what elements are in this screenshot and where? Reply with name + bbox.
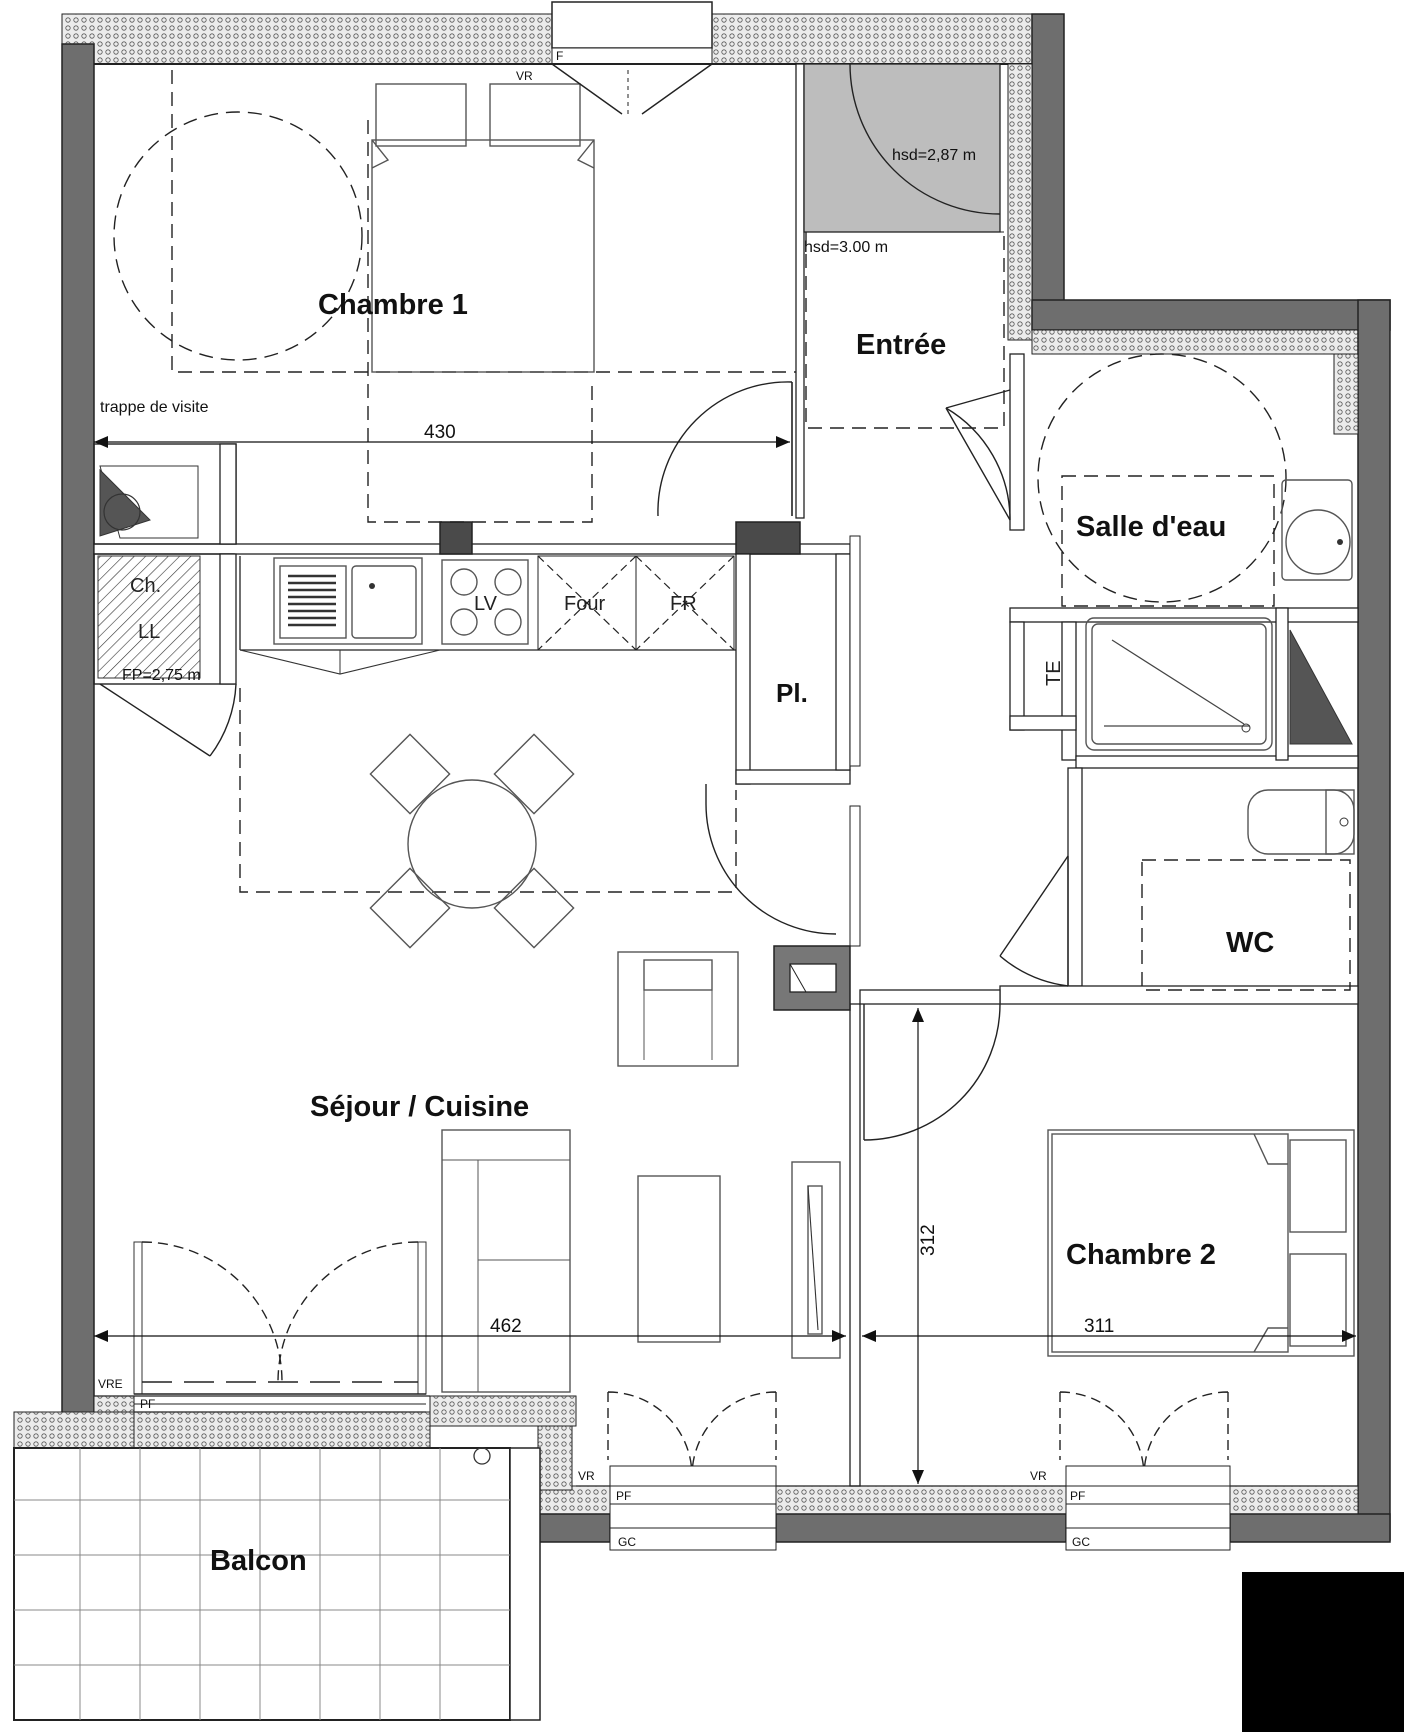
fixture-ch: Ch.	[130, 575, 161, 597]
exterior-wall-right	[1357, 299, 1391, 1541]
ch-door	[99, 683, 237, 757]
dim-label-311: 311	[1084, 1316, 1114, 1337]
dim-label-312: 312	[918, 1224, 939, 1256]
living-furniture	[441, 951, 841, 1393]
fixture-fr: FR	[670, 593, 697, 615]
room-label-sejour: Séjour / Cuisine	[310, 1091, 529, 1123]
exterior-wall-right-step	[1031, 299, 1391, 331]
fp-note: FP=2,75 m	[122, 667, 201, 684]
dimension-430	[94, 436, 790, 448]
chambre2-window	[1059, 1391, 1231, 1551]
window-code-gc-ch2: GC	[1072, 1535, 1090, 1549]
fixture-ll: LL	[138, 621, 160, 643]
exterior-wall-upper-right	[1031, 13, 1065, 305]
exterior-wall-bottom	[93, 1395, 1391, 1543]
kitchen-counter	[239, 555, 736, 675]
room-label-chambre2: Chambre 2	[1066, 1239, 1216, 1271]
window-code-pf-balcon: PF	[140, 1397, 155, 1411]
dim-label-462: 462	[490, 1316, 522, 1337]
room-label-balcon: Balcon	[210, 1545, 307, 1577]
placard-door	[705, 784, 837, 935]
window-code-vre: VRE	[98, 1377, 123, 1391]
room-label-chambre1: Chambre 1	[318, 289, 468, 321]
window-code-f: F	[556, 49, 563, 63]
dim-label-430: 430	[424, 422, 456, 443]
window-code-vr-ch2: VR	[1030, 1469, 1047, 1483]
room-label-entree: Entrée	[856, 329, 946, 361]
hsd-300-note: hsd=3.00 m	[804, 239, 888, 256]
chambre1-furniture	[113, 63, 796, 523]
dining-area	[239, 688, 737, 949]
fixture-te: TE	[1043, 660, 1065, 686]
window-code-vr-sejour: VR	[578, 1469, 595, 1483]
hsd-287-note: hsd=2,87 m	[892, 147, 976, 164]
interior-walls	[93, 63, 1359, 1487]
room-label-placard: Pl.	[776, 678, 808, 708]
sejour-window-2	[607, 1391, 777, 1551]
fixture-four: Four	[564, 593, 605, 615]
room-label-salle-eau: Salle d'eau	[1076, 511, 1226, 543]
legend-block	[1242, 1572, 1404, 1732]
balcony	[13, 1411, 541, 1721]
salle-eau-fixtures	[1037, 353, 1353, 751]
entree-features	[803, 63, 1011, 521]
window-code-pf-ch2: PF	[1070, 1489, 1085, 1503]
room-label-wc: WC	[1226, 927, 1274, 959]
dimension-462	[94, 1330, 846, 1342]
trappe-note: trappe de visite	[100, 399, 209, 416]
dimension-311	[862, 1330, 1356, 1342]
window-code-gc-sejour: GC	[618, 1535, 636, 1549]
sejour-window	[133, 1241, 427, 1413]
fixture-lv: LV	[474, 593, 498, 615]
window-code-pf-sejour: PF	[616, 1489, 631, 1503]
wc-fixtures	[999, 789, 1355, 991]
exterior-wall-top	[61, 1, 1033, 65]
window-code-vr-top: VR	[516, 69, 533, 83]
chambre2-furniture	[863, 1003, 1355, 1357]
exterior-wall-left	[61, 43, 95, 1415]
dimension-312	[912, 1008, 924, 1484]
